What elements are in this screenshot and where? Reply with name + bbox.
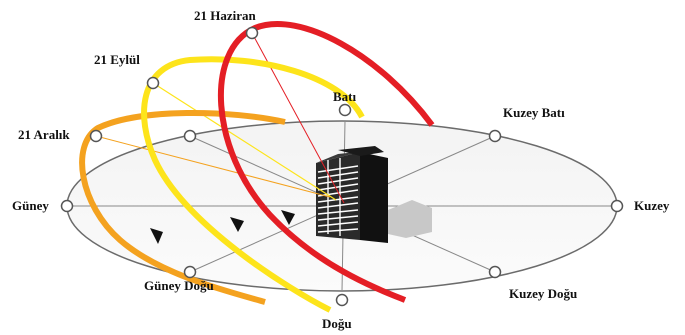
southeast-point	[183, 265, 197, 279]
september-sun-path	[141, 56, 365, 313]
december-sun-ray	[95, 135, 331, 198]
june-sun-path	[217, 21, 435, 303]
northwest-label: Kuzey Batı	[503, 105, 565, 120]
southeast-label: Güney Doğu	[144, 278, 214, 293]
june-direction-arrow	[281, 210, 295, 225]
west-label: Batı	[333, 89, 357, 104]
building	[316, 146, 388, 243]
southwest-point	[183, 129, 197, 143]
northeast-label: Kuzey Doğu	[509, 286, 577, 301]
building-shadow	[388, 200, 432, 238]
south-point	[60, 199, 74, 213]
northeast-point	[488, 265, 502, 279]
december-sun-path	[79, 110, 286, 305]
june-sun-point	[245, 26, 259, 40]
september-sun-point	[146, 76, 160, 90]
east-label: Doğu	[322, 316, 352, 331]
north-point	[610, 199, 624, 213]
september-sun-ray	[152, 82, 337, 201]
september-direction-arrow	[230, 217, 244, 232]
west-point	[338, 103, 352, 117]
northwest-point	[488, 129, 502, 143]
east-point	[335, 293, 349, 307]
south-label: Güney	[12, 198, 49, 213]
december-label: 21 Aralık	[18, 127, 70, 142]
december-sun-point	[89, 129, 103, 143]
december-direction-arrow	[150, 228, 163, 244]
september-label: 21 Eylül	[94, 52, 140, 67]
june-label: 21 Haziran	[194, 8, 257, 23]
north-label: Kuzey	[634, 198, 670, 213]
